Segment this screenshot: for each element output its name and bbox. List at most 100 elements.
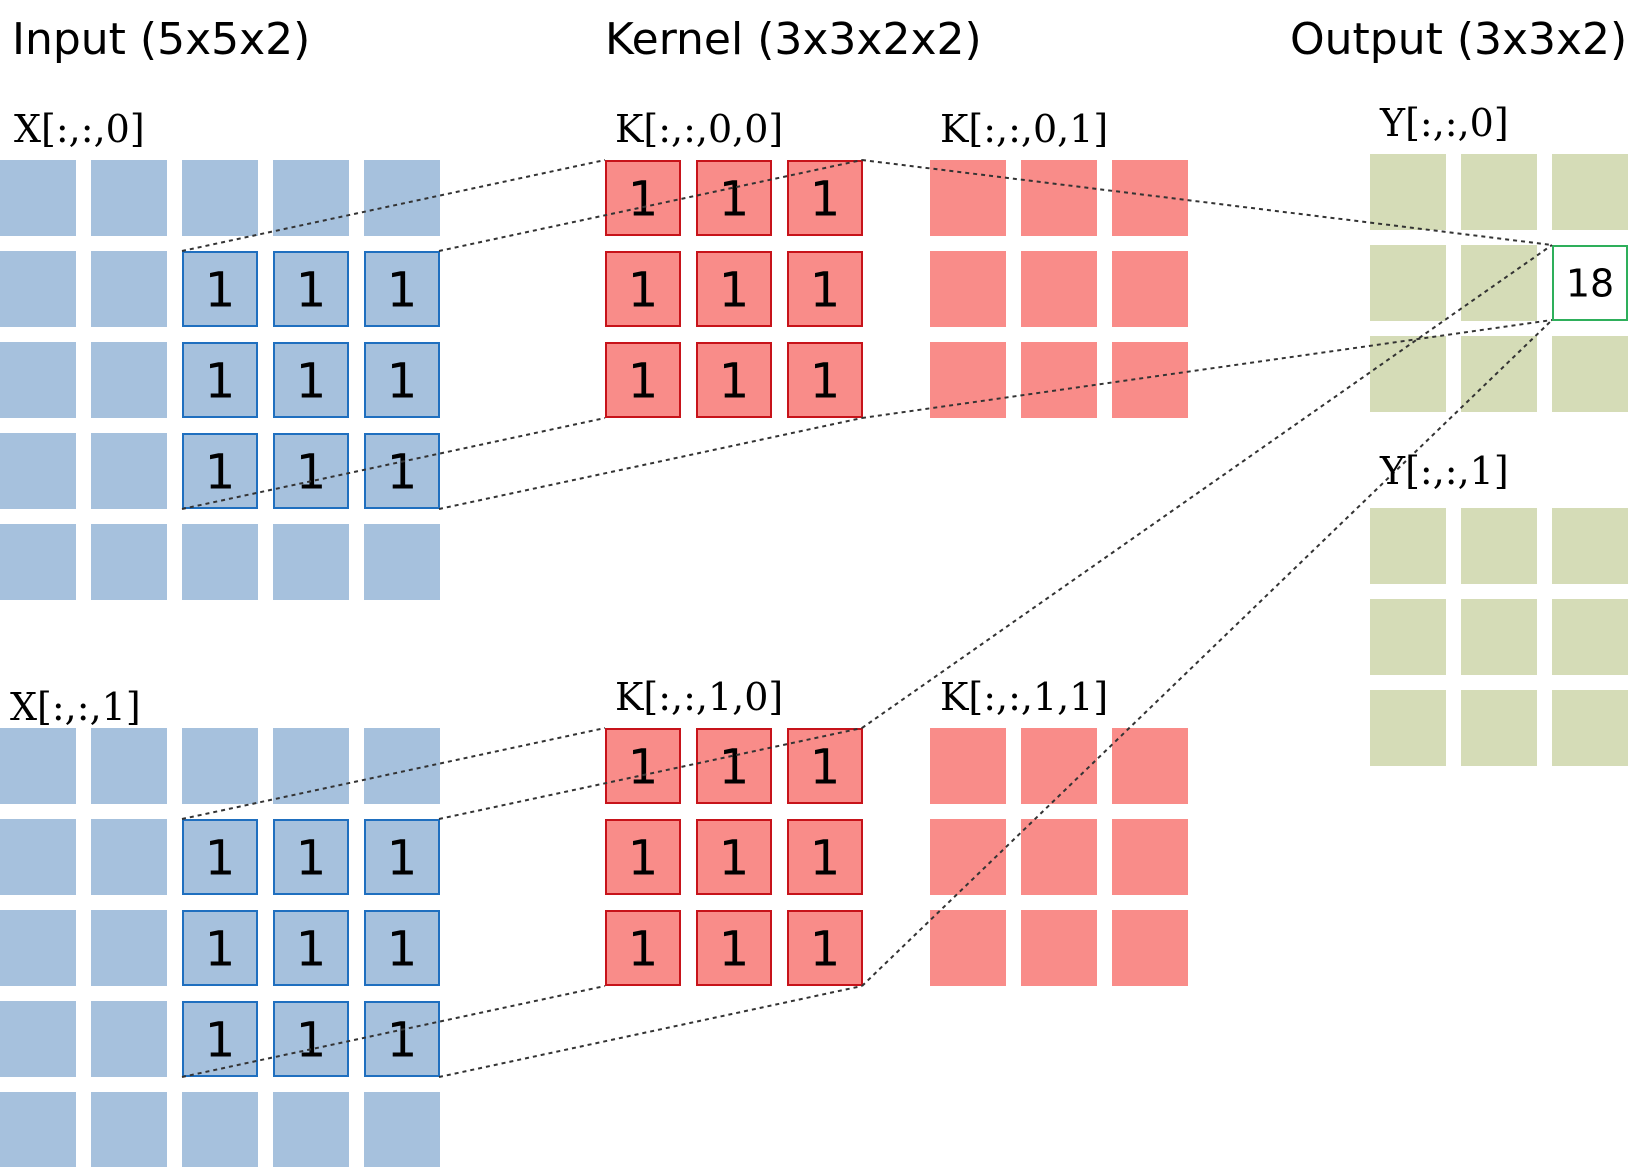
output-channel-1-grid [1370,508,1628,766]
input-cell [182,524,258,600]
output-cell [1461,154,1537,230]
input-window-cell-value: 1 [205,921,236,977]
input-window-cell [364,251,440,327]
input-window-cell [364,1001,440,1077]
input-window-cell [273,910,349,986]
output-cell [1552,336,1628,412]
input-window-cell-value: 1 [205,444,236,500]
output-cell [1370,690,1446,766]
input-window-cell-value: 1 [387,1012,418,1068]
input-cell [182,1092,258,1167]
kernel-cell [1112,910,1188,986]
input-cell [0,160,76,236]
input-cell [182,728,258,804]
input-channel-0-label: X[:,:,0] [14,107,145,151]
kernel-active-cell-value: 1 [628,353,659,409]
input-window-cell [364,910,440,986]
output-cell [1552,599,1628,675]
input-cell [364,160,440,236]
kernel-cell [1021,819,1097,895]
kernel-cell [1021,342,1097,418]
output-channel-0-label: Y[:,:,0] [1380,101,1509,145]
kernel-0-1-grid [930,160,1188,418]
kernel-active-cell-value: 1 [628,921,659,977]
input-window-cell [273,342,349,418]
input-cell [364,1092,440,1167]
kernel-cell [930,819,1006,895]
kernel-cell [1021,728,1097,804]
kernel-active-cell-value: 1 [719,739,750,795]
input-cell [0,251,76,327]
input-cell [0,433,76,509]
input-cell [273,160,349,236]
output-channel-1-label: Y[:,:,1] [1380,449,1509,493]
output-cell [1461,599,1537,675]
input-cell [0,819,76,895]
kernel-cell [930,910,1006,986]
connector-line [438,727,863,820]
connector-line [438,985,863,1078]
kernel-cell [1021,910,1097,986]
kernel-cell [930,728,1006,804]
kernel-active-cell-value: 1 [628,739,659,795]
kernel-active-cell-value: 1 [719,830,750,886]
kernel-1-1-label: K[:,:,1,1] [940,675,1109,719]
kernel-heading: Kernel (3x3x2x2) [605,14,982,65]
input-cell [91,910,167,986]
input-cell [364,524,440,600]
input-window-cell [273,433,349,509]
kernel-active-cell-value: 1 [628,830,659,886]
input-cell [0,524,76,600]
input-window-cell [182,251,258,327]
connector-line [181,159,606,252]
kernel-active-cell [696,160,772,236]
kernel-active-cell [696,819,772,895]
input-window-cell [182,819,258,895]
input-window-cell-value: 1 [205,262,236,318]
output-cell [1370,245,1446,321]
output-heading: Output (3x3x2) [1290,14,1628,65]
input-cell [273,728,349,804]
input-window-cell [273,819,349,895]
input-cell [91,433,167,509]
input-window-cell-value: 1 [296,830,327,886]
input-window-cell [364,342,440,418]
kernel-cell [1112,728,1188,804]
kernel-cell [930,160,1006,236]
input-window-cell [273,251,349,327]
kernel-active-cell-value: 1 [719,262,750,318]
input-cell [91,524,167,600]
input-window-cell [273,1001,349,1077]
kernel-active-cell-value: 1 [628,171,659,227]
input-channel-1-label: X[:,:,1] [10,685,141,729]
kernel-cell [1112,251,1188,327]
kernel-active-cell [787,819,863,895]
kernel-cell [930,342,1006,418]
kernel-active-cell [696,910,772,986]
input-window-cell-value: 1 [205,830,236,886]
output-channel-0-grid: 18 [1370,154,1628,412]
kernel-active-cell-value: 1 [719,921,750,977]
output-cell [1552,508,1628,584]
connector-line [181,985,606,1078]
input-cell [91,251,167,327]
kernel-active-cell-value: 1 [810,353,841,409]
kernel-active-cell [605,160,681,236]
kernel-active-cell-value: 1 [810,171,841,227]
kernel-0-0-label: K[:,:,0,0] [615,107,784,151]
kernel-cell [1112,160,1188,236]
output-cell [1461,336,1537,412]
kernel-active-cell-value: 1 [719,353,750,409]
input-window-cell-value: 1 [387,830,418,886]
input-cell [364,728,440,804]
input-window-cell [364,819,440,895]
input-cell [91,728,167,804]
kernel-active-cell [605,728,681,804]
output-cell [1461,508,1537,584]
input-cell [91,342,167,418]
connector-line [438,159,863,252]
